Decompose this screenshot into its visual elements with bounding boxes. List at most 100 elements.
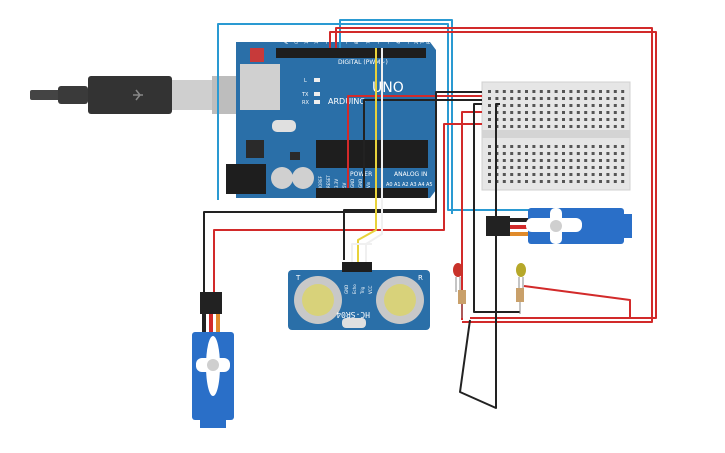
breadboard-hole[interactable] bbox=[591, 97, 595, 100]
breadboard-hole[interactable] bbox=[547, 145, 551, 148]
breadboard-hole[interactable] bbox=[562, 152, 565, 155]
breadboard-hole[interactable] bbox=[517, 97, 521, 100]
breadboard-hole[interactable] bbox=[488, 104, 491, 107]
breadboard-hole[interactable] bbox=[525, 152, 528, 155]
breadboard-hole[interactable] bbox=[539, 180, 543, 183]
wire-red-servo1[interactable] bbox=[213, 123, 482, 300]
servo-motor-2[interactable] bbox=[486, 208, 632, 244]
breadboard-hole[interactable] bbox=[502, 180, 506, 183]
breadboard-hole[interactable] bbox=[488, 97, 491, 100]
breadboard-hole[interactable] bbox=[613, 104, 617, 107]
breadboard-hole[interactable] bbox=[621, 118, 625, 121]
breadboard-hole[interactable] bbox=[539, 173, 543, 176]
wire-black-1[interactable] bbox=[203, 91, 482, 300]
breadboard-hole[interactable] bbox=[569, 97, 573, 100]
breadboard-hole[interactable] bbox=[517, 166, 521, 169]
wire-red-5v[interactable] bbox=[347, 95, 482, 188]
breadboard-hole[interactable] bbox=[510, 90, 514, 93]
breadboard-hole[interactable] bbox=[569, 104, 573, 107]
breadboard-hole[interactable] bbox=[532, 111, 536, 114]
breadboard-hole[interactable] bbox=[613, 145, 617, 148]
breadboard-hole[interactable] bbox=[613, 125, 617, 128]
breadboard-hole[interactable] bbox=[591, 125, 595, 128]
breadboard-hole[interactable] bbox=[613, 118, 617, 121]
breadboard-hole[interactable] bbox=[510, 159, 514, 162]
breadboard-hole[interactable] bbox=[621, 173, 625, 176]
breadboard-hole[interactable] bbox=[606, 159, 610, 162]
breadboard-hole[interactable] bbox=[517, 145, 521, 148]
breadboard-hole[interactable] bbox=[606, 173, 610, 176]
breadboard-hole[interactable] bbox=[488, 145, 491, 148]
breadboard-hole[interactable] bbox=[599, 166, 602, 169]
breadboard-hole[interactable] bbox=[495, 90, 499, 93]
breadboard-hole[interactable] bbox=[532, 118, 536, 121]
breadboard-hole[interactable] bbox=[510, 97, 514, 100]
breadboard-hole[interactable] bbox=[488, 118, 491, 121]
breadboard-hole[interactable] bbox=[554, 152, 558, 155]
breadboard-hole[interactable] bbox=[547, 90, 551, 93]
breadboard-hole[interactable] bbox=[599, 90, 602, 93]
breadboard-hole[interactable] bbox=[606, 180, 610, 183]
breadboard-hole[interactable] bbox=[517, 173, 521, 176]
breadboard-hole[interactable] bbox=[517, 152, 521, 155]
breadboard-hole[interactable] bbox=[554, 111, 558, 114]
breadboard-hole[interactable] bbox=[525, 173, 528, 176]
breadboard-hole[interactable] bbox=[554, 180, 558, 183]
wire-blue-1[interactable] bbox=[217, 23, 530, 211]
breadboard-hole[interactable] bbox=[599, 152, 602, 155]
servo-motor-1[interactable] bbox=[192, 292, 234, 428]
breadboard-hole[interactable] bbox=[576, 104, 580, 107]
breadboard-hole[interactable] bbox=[576, 145, 580, 148]
breadboard-hole[interactable] bbox=[532, 97, 536, 100]
breadboard-hole[interactable] bbox=[539, 125, 543, 128]
arduino-uno-board[interactable]: UNO ARDUINO DIGITAL (PWM~) POWER ANALOG … bbox=[226, 33, 436, 198]
breadboard-hole[interactable] bbox=[510, 111, 514, 114]
breadboard-hole[interactable] bbox=[532, 104, 536, 107]
breadboard-hole[interactable] bbox=[584, 104, 588, 107]
breadboard-hole[interactable] bbox=[510, 173, 514, 176]
breadboard-hole[interactable] bbox=[621, 125, 625, 128]
led-yellow[interactable] bbox=[516, 263, 526, 314]
breadboard-hole[interactable] bbox=[547, 97, 551, 100]
breadboard-hole[interactable] bbox=[591, 90, 595, 93]
digital-header[interactable] bbox=[276, 48, 426, 58]
breadboard-hole[interactable] bbox=[606, 152, 610, 155]
breadboard-hole[interactable] bbox=[532, 166, 536, 169]
breadboard-hole[interactable] bbox=[584, 90, 588, 93]
breadboard-hole[interactable] bbox=[547, 125, 551, 128]
breadboard-hole[interactable] bbox=[562, 111, 565, 114]
breadboard-hole[interactable] bbox=[562, 180, 565, 183]
breadboard-hole[interactable] bbox=[613, 166, 617, 169]
resistor-2[interactable] bbox=[516, 288, 524, 302]
breadboard-hole[interactable] bbox=[539, 97, 543, 100]
breadboard-hole[interactable] bbox=[547, 166, 551, 169]
breadboard-hole[interactable] bbox=[621, 90, 625, 93]
breadboard-hole[interactable] bbox=[488, 173, 491, 176]
breadboard-hole[interactable] bbox=[510, 166, 514, 169]
breadboard-hole[interactable] bbox=[576, 166, 580, 169]
breadboard-hole[interactable] bbox=[569, 145, 573, 148]
breadboard-hole[interactable] bbox=[621, 166, 625, 169]
breadboard-hole[interactable] bbox=[488, 90, 491, 93]
breadboard-hole[interactable] bbox=[576, 125, 580, 128]
breadboard-hole[interactable] bbox=[569, 118, 573, 121]
breadboard-hole[interactable] bbox=[532, 159, 536, 162]
breadboard-hole[interactable] bbox=[599, 145, 602, 148]
breadboard-hole[interactable] bbox=[502, 152, 506, 155]
wire-black-loop[interactable] bbox=[459, 103, 500, 409]
breadboard-hole[interactable] bbox=[621, 145, 625, 148]
breadboard-hole[interactable] bbox=[562, 97, 565, 100]
breadboard-hole[interactable] bbox=[621, 159, 625, 162]
breadboard-hole[interactable] bbox=[562, 145, 565, 148]
breadboard-hole[interactable] bbox=[599, 104, 602, 107]
breadboard-hole[interactable] bbox=[502, 90, 506, 93]
wire-black-gnd[interactable] bbox=[363, 99, 482, 188]
breadboard-hole[interactable] bbox=[613, 90, 617, 93]
breadboard-hole[interactable] bbox=[532, 125, 536, 128]
breadboard-hole[interactable] bbox=[539, 118, 543, 121]
breadboard-hole[interactable] bbox=[554, 90, 558, 93]
wire-red-1[interactable] bbox=[329, 31, 657, 319]
breadboard-hole[interactable] bbox=[576, 90, 580, 93]
power-analog-header[interactable] bbox=[316, 188, 428, 198]
breadboard-hole[interactable] bbox=[576, 118, 580, 121]
